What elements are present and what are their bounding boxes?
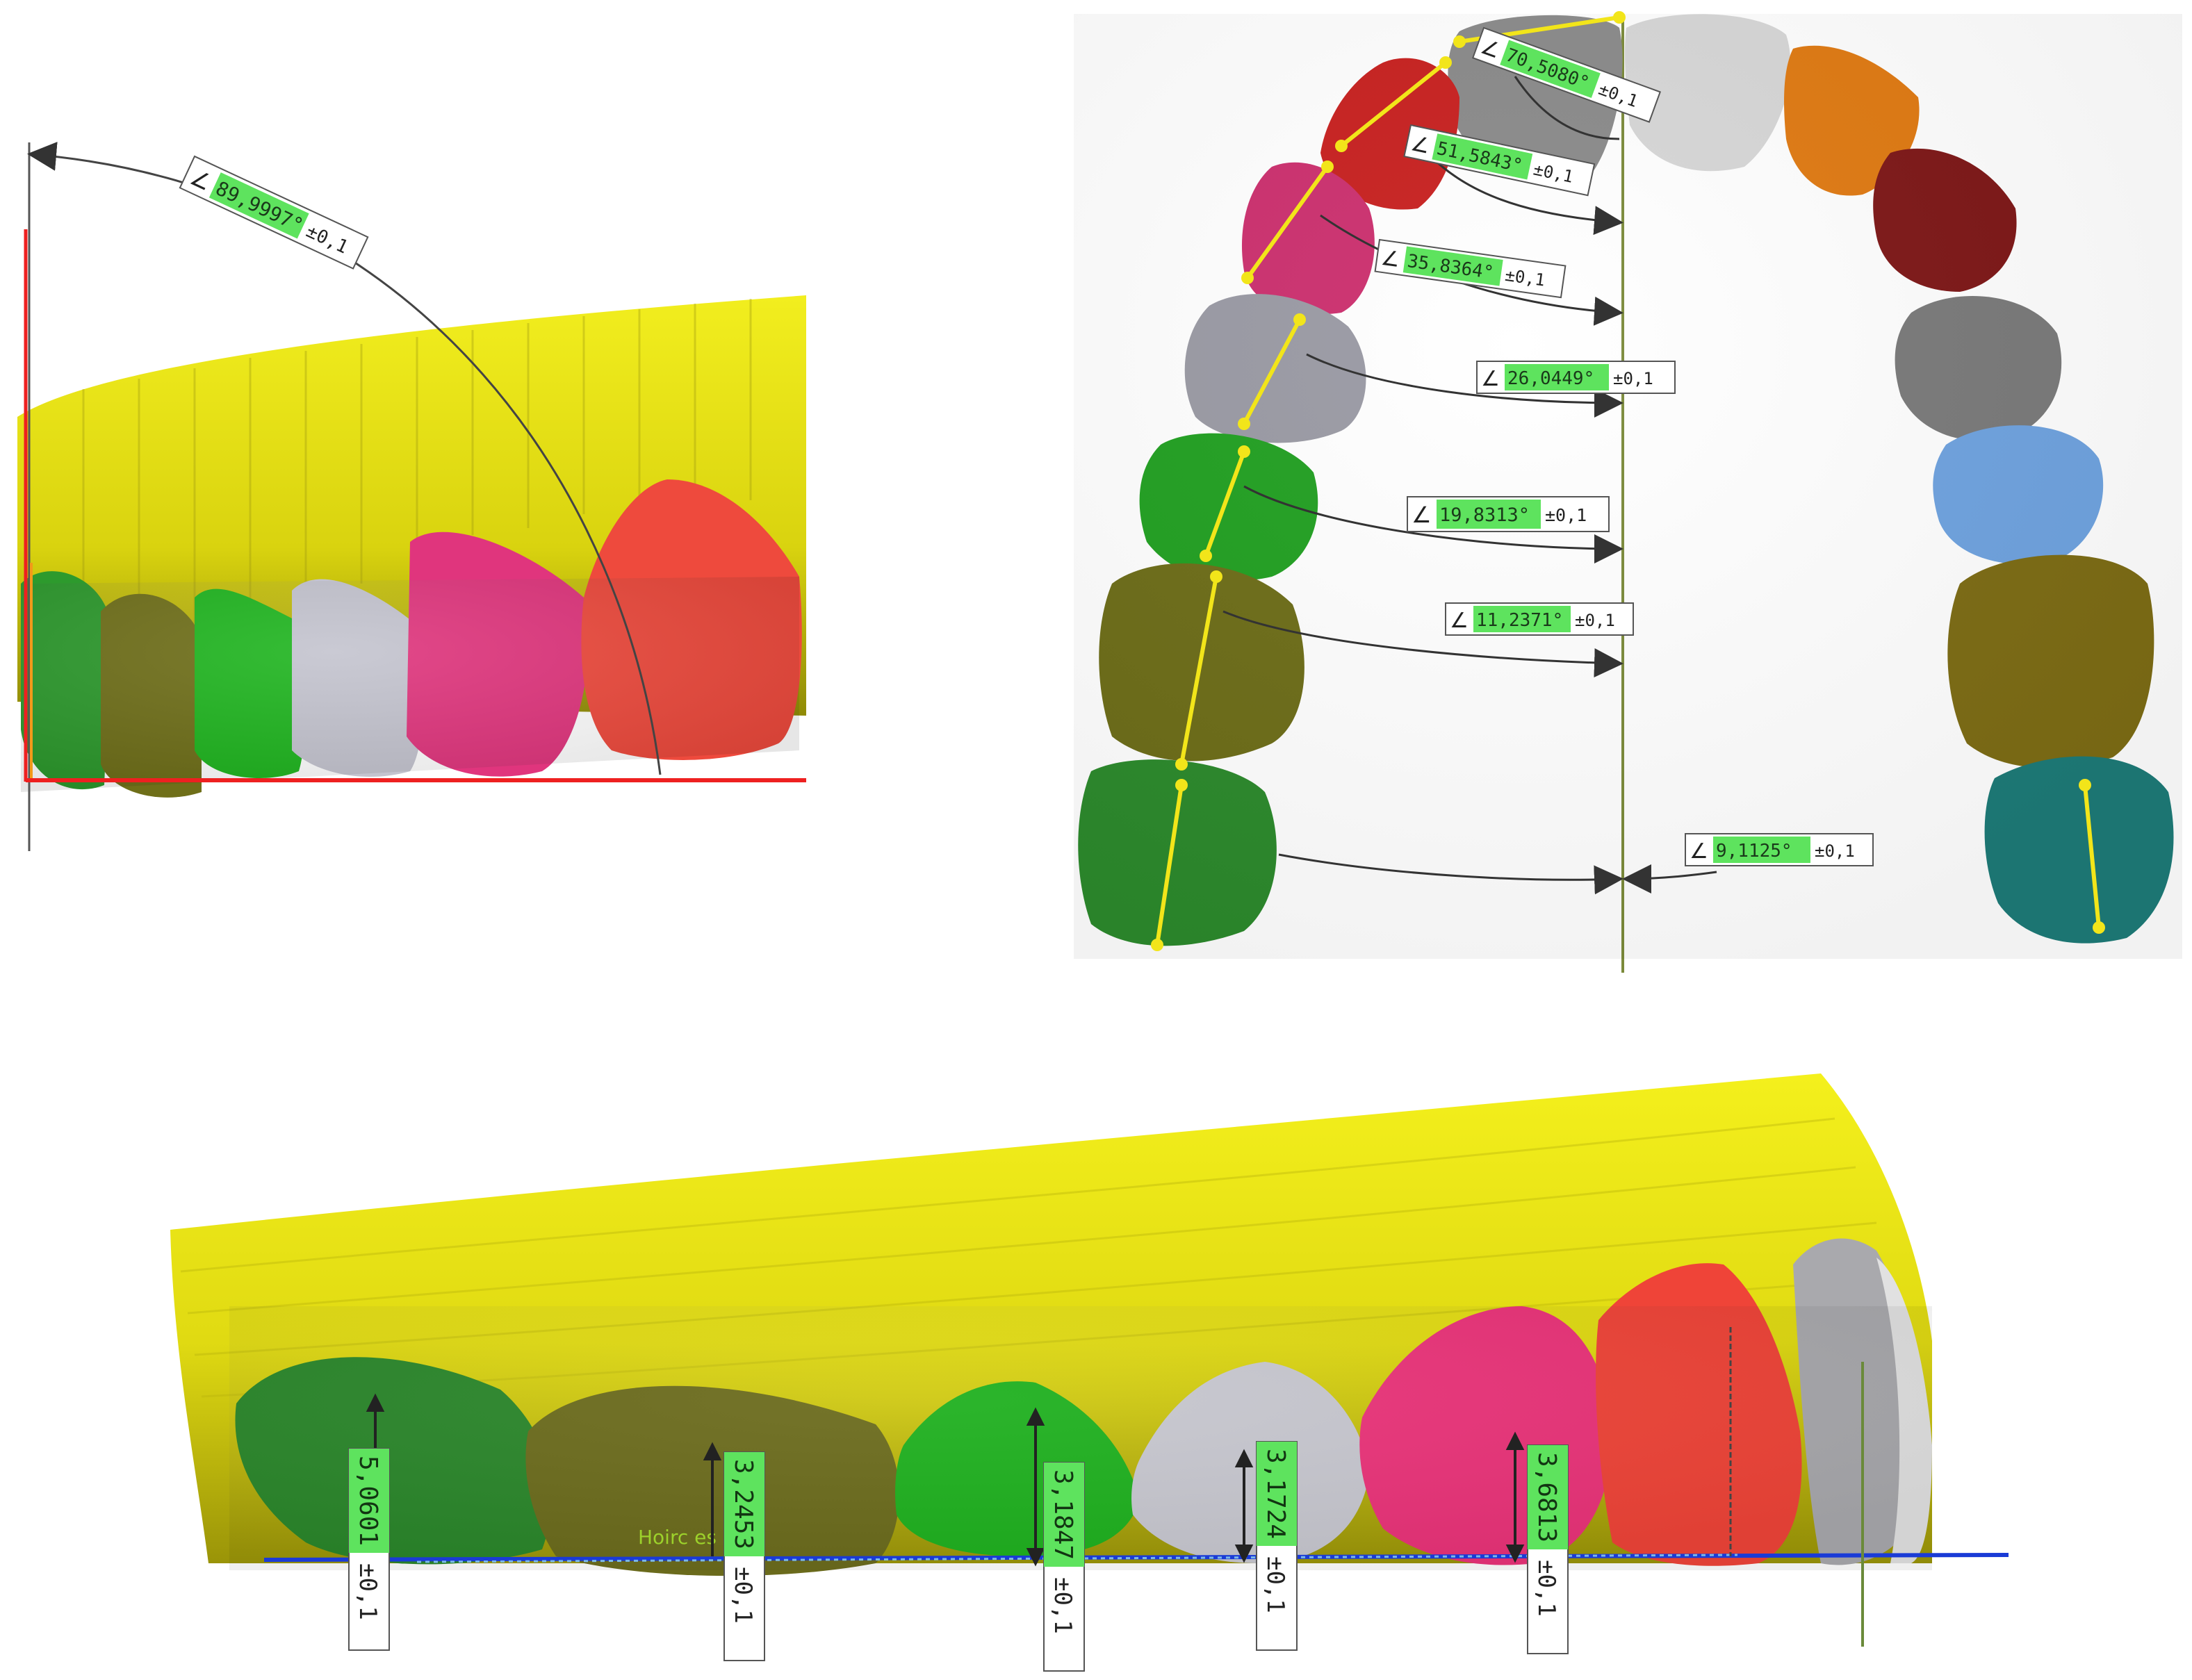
arch-angle-label-3: ∠ 35,8364° ±0,1 xyxy=(1374,238,1567,299)
angle-value-4: 26,0449° xyxy=(1507,368,1594,389)
tooth-shading-tl xyxy=(21,577,799,792)
angle-symbol: ∠ xyxy=(1481,367,1500,391)
height-tolerance-3: ±0,1 xyxy=(1049,1577,1077,1634)
height-tolerance-2: ±0,1 xyxy=(729,1567,757,1624)
height-value-5: 3,6813 xyxy=(1532,1452,1561,1542)
angle-tolerance-6: ±0,1 xyxy=(1575,611,1615,630)
height-label-1: 5,0601 ±0,1 xyxy=(348,1448,390,1651)
frontal-angle-panel: ∠ 89,9997° ±0,1 xyxy=(17,142,806,851)
height-dimension-arrows xyxy=(366,1393,1525,1567)
height-value-4: 3,1724 xyxy=(1261,1449,1290,1539)
angle-tolerance-7: ±0,1 xyxy=(1815,841,1855,861)
tooth-shading-b xyxy=(229,1306,1932,1570)
height-value-1: 5,0601 xyxy=(354,1456,382,1546)
plane-label: Hoirc es xyxy=(638,1526,717,1549)
angle-label-tl: ∠ 89,9997° ±0,1 xyxy=(179,155,369,270)
height-value-3: 3,1847 xyxy=(1049,1469,1077,1560)
angle-symbol: ∠ xyxy=(1412,502,1432,528)
axis-endpoints xyxy=(1151,11,2105,951)
arch-angle-label-4: ∠ 26,0449° ±0,1 xyxy=(1476,361,1676,394)
arch-angle-label-5: ∠ 19,8313° ±0,1 xyxy=(1407,496,1610,532)
angle-value-5: 19,8313° xyxy=(1439,504,1530,526)
angle-tolerance-5: ±0,1 xyxy=(1545,505,1587,525)
angle-value-7: 9,1125° xyxy=(1716,841,1792,862)
height-tolerance-1: ±0,1 xyxy=(354,1563,382,1620)
height-label-4: 3,1724 ±0,1 xyxy=(1256,1441,1298,1651)
height-tolerance-4: ±0,1 xyxy=(1261,1556,1289,1613)
angle-symbol: ∠ xyxy=(1690,839,1708,864)
angle-leaders xyxy=(1222,76,1717,895)
angle-tolerance-4: ±0,1 xyxy=(1613,369,1653,388)
height-value-2: 3,2453 xyxy=(729,1459,758,1549)
height-tolerance-5: ±0,1 xyxy=(1532,1560,1560,1617)
height-label-3: 3,1847 ±0,1 xyxy=(1043,1462,1085,1672)
lateral-height-panel: Hoirc es 5,0601 ±0,1 3,2453 ±0,1 xyxy=(170,1073,2009,1672)
arch-angle-label-6: ∠ 11,2371° ±0,1 xyxy=(1445,602,1634,636)
height-label-5: 3,6813 ±0,1 xyxy=(1527,1444,1569,1654)
angle-symbol: ∠ xyxy=(1380,246,1402,272)
tooth-shading-tr xyxy=(1074,14,2182,959)
height-label-2: 3,2453 ±0,1 xyxy=(723,1451,765,1661)
occlusal-arch-panel: ∠ 70,5080° ±0,1 ∠ 51,5843° ±0,1 ∠ 35,836… xyxy=(1074,11,2182,973)
arch-angle-label-7: ∠ 9,1125° ±0,1 xyxy=(1685,833,1874,866)
angle-value-6: 11,2371° xyxy=(1476,610,1563,631)
angle-symbol: ∠ xyxy=(1450,609,1469,633)
